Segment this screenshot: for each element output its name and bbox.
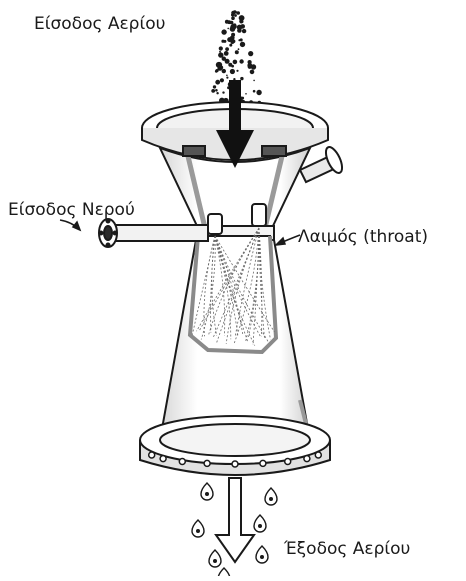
gas-particle (234, 14, 237, 17)
gas-particle (219, 51, 221, 53)
gas-particle (230, 21, 234, 25)
gas-particle (233, 60, 238, 65)
gas-outlet-label: Έξοδος Αερίου (284, 539, 410, 559)
water-droplet (209, 550, 221, 567)
gas-particle (236, 11, 238, 13)
bolt-hole (160, 456, 166, 462)
gas-particle (238, 48, 240, 50)
gas-particle (239, 15, 245, 21)
gas-particle (253, 90, 256, 93)
throat-label: Λαιμός (throat) (298, 227, 428, 247)
gas-particle (211, 89, 215, 93)
gas-particle (240, 42, 245, 47)
gas-particle (231, 38, 233, 40)
gas-particle (222, 57, 226, 61)
gas-particle (231, 40, 235, 44)
gas-outlet-arrow (216, 478, 254, 562)
gas-particle (219, 46, 223, 50)
gas-particle (219, 66, 223, 70)
gas-particle (226, 75, 228, 77)
gas-particle (231, 16, 235, 20)
gas-particle (220, 78, 224, 82)
gas-particle (235, 50, 239, 54)
droplet-core (213, 559, 217, 563)
water-droplet (254, 515, 266, 532)
water-droplet (256, 546, 268, 563)
gas-particle (225, 47, 229, 51)
gas-particle (248, 51, 253, 56)
gas-particle (242, 29, 246, 33)
bolt-hole (260, 460, 266, 466)
droplet-core (260, 555, 264, 559)
water-inlet-pipe (99, 219, 208, 247)
gas-particle (245, 93, 247, 95)
gas-particle (230, 26, 236, 32)
droplet-core (196, 529, 200, 533)
gas-particle (253, 80, 255, 82)
gas-particle (213, 85, 216, 88)
bolt-hole (149, 452, 155, 458)
gas-particle (241, 20, 244, 23)
droplet-core (205, 492, 209, 496)
gas-particle (240, 38, 243, 41)
gas-particle (256, 90, 261, 95)
gas-particle (224, 51, 229, 56)
droplet-core (258, 524, 262, 528)
gas-inlet-label: Είσοδος Αερίου (34, 14, 165, 34)
gas-particle (239, 59, 243, 63)
gas-particle (236, 70, 238, 72)
bolt-hole (232, 461, 238, 467)
bolt-hole (304, 456, 310, 462)
gas-particle (240, 77, 243, 80)
gas-particle (227, 28, 229, 30)
water-droplet (201, 483, 213, 500)
gas-particle (215, 80, 220, 85)
water-droplet (218, 568, 230, 576)
water-droplet (192, 520, 204, 537)
bolt-hole (285, 459, 291, 465)
gas-particle (215, 69, 218, 72)
gas-particle (221, 29, 226, 34)
gas-particle (229, 44, 232, 47)
gas-particle (222, 91, 224, 93)
gas-particle (228, 63, 232, 67)
bolt-hole (315, 452, 321, 458)
gas-particle (248, 60, 252, 64)
gas-particle (250, 70, 255, 75)
gas-particle (226, 77, 228, 79)
gas-particle (216, 92, 218, 94)
bolt-hole (204, 460, 210, 466)
gas-particle (222, 69, 226, 73)
water-droplet (265, 488, 277, 505)
droplet-core (269, 497, 273, 501)
gas-particle (223, 40, 226, 43)
gas-particle (230, 69, 235, 74)
gas-particle (215, 89, 218, 92)
cutaway-window (190, 236, 276, 352)
bolt-hole (179, 459, 185, 465)
gas-particle (237, 25, 242, 30)
water-inlet-label: Είσοδος Νερού (8, 200, 135, 220)
